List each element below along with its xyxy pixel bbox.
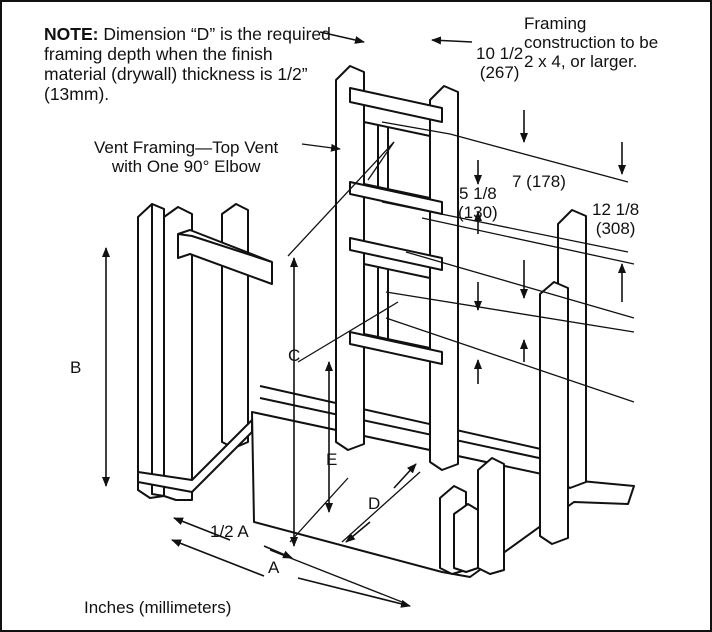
dimension-c-label: C bbox=[288, 346, 301, 365]
dimension-outer: 12 1/8 (308) bbox=[592, 200, 639, 238]
dimension-upper-gap: 5 1/8 (130) bbox=[458, 184, 498, 222]
dimension-d-label: D bbox=[368, 494, 381, 513]
dimension-half-a-label: 1/2 A bbox=[210, 522, 249, 541]
note-body: Dimension “D” is the required framing de… bbox=[44, 24, 331, 104]
vent-lower-inner bbox=[363, 263, 431, 349]
dimension-top-width: 10 1/2 (267) bbox=[476, 44, 523, 82]
top-width-mm: (267) bbox=[479, 63, 520, 82]
vent-label-line-2: with One 90° Elbow bbox=[111, 157, 261, 176]
left-header bbox=[177, 229, 273, 285]
vent-upper-inner bbox=[363, 121, 431, 199]
dimension-a-label: A bbox=[268, 558, 280, 577]
framing-note-line-2: construction to be bbox=[524, 33, 659, 52]
upper-gap-inches: 5 1/8 bbox=[458, 184, 497, 203]
left-bottom-plate bbox=[137, 419, 253, 493]
note-lead: NOTE: bbox=[44, 24, 99, 44]
front-stud-2 bbox=[477, 457, 505, 575]
center-stud-left bbox=[335, 65, 365, 451]
left-wall-stud-3 bbox=[163, 206, 193, 501]
center-crossbar-2 bbox=[349, 237, 443, 271]
left-wall-stud-2 bbox=[151, 203, 165, 497]
right-wall-stud-2 bbox=[539, 281, 569, 545]
center-stud-right bbox=[429, 85, 459, 471]
top-width-inches: 10 1/2 bbox=[476, 44, 524, 63]
outer-inches: 12 1/8 bbox=[592, 200, 640, 219]
dimension-b-label: B bbox=[70, 358, 82, 377]
dimension-e-label: E bbox=[326, 450, 338, 469]
dimension-mid-gap: 7 (178) bbox=[512, 172, 566, 191]
units-footer: Inches (millimeters) bbox=[84, 598, 232, 617]
outer-mm: (308) bbox=[595, 219, 636, 238]
upper-gap-mm: (130) bbox=[458, 203, 498, 222]
dimension-note: NOTE: Dimension “D” is the required fram… bbox=[44, 24, 334, 104]
center-top-header bbox=[349, 87, 443, 123]
framing-note-line-1: Framing bbox=[524, 14, 587, 33]
left-wall-stud-4 bbox=[221, 203, 249, 449]
vent-label-line-1: Vent Framing—Top Vent bbox=[94, 138, 279, 157]
framing-note-line-3: 2 x 4, or larger. bbox=[524, 52, 638, 71]
front-stud-3 bbox=[453, 503, 479, 573]
center-crossbar-3 bbox=[349, 331, 443, 365]
vent-framing-label: Vent Framing—Top Vent with One 90° Elbow bbox=[94, 138, 278, 176]
framing-construction-note: Framing construction to be 2 x 4, or lar… bbox=[524, 14, 658, 71]
